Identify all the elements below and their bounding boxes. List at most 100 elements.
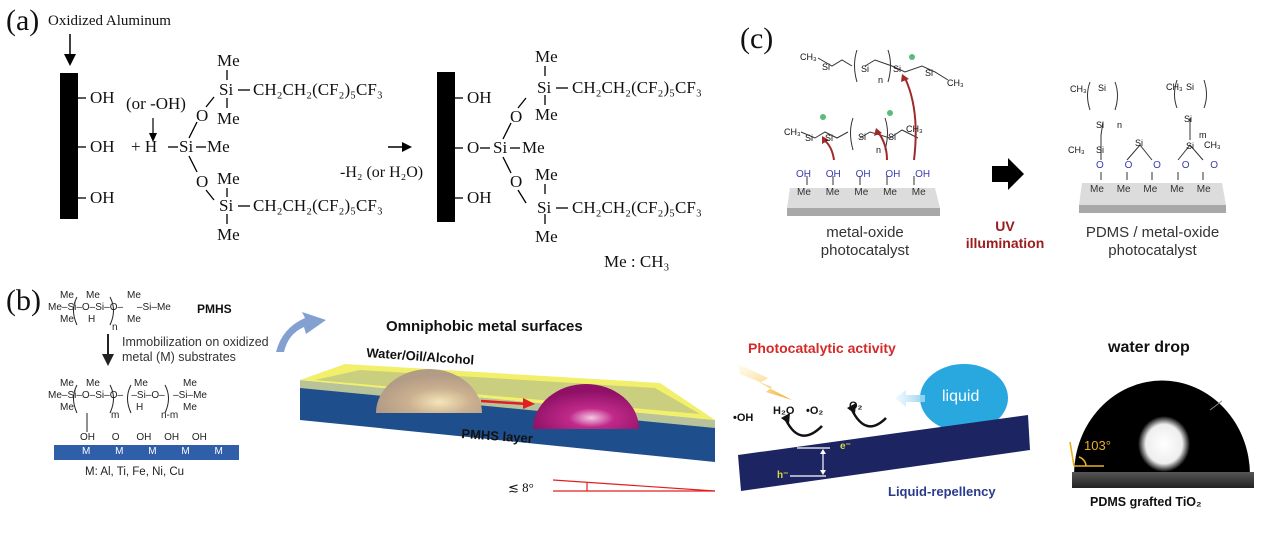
pdms-metal-oxide-slab: [1079, 183, 1226, 213]
contact-angle-icon: [1069, 441, 1104, 467]
metal-oxide-slab: [787, 188, 940, 216]
metal-label: M: [148, 446, 157, 457]
nm-subscript: n-m: [161, 410, 179, 421]
plus-h-label: + H: [131, 137, 158, 156]
grafted-formula: Me Me–Si–O–Si–O– –Si–O– –Si–Me Me Me m M…: [48, 378, 207, 421]
magenta-droplet: [533, 384, 639, 429]
caption-line: metal-oxide: [826, 224, 904, 241]
n-subscript: n: [876, 145, 882, 155]
me-label: Me: [535, 47, 558, 66]
metal-label: M: [181, 446, 190, 457]
oxygen-label: O: [1096, 160, 1104, 171]
metal-label: Me: [825, 187, 840, 198]
caption-line: PDMS / metal-oxide: [1085, 224, 1220, 241]
si-label: Si: [1096, 145, 1105, 155]
left-caption: metal-oxide photocatalyst: [800, 224, 930, 260]
caption-line: photocatalyst: [1108, 242, 1197, 259]
metal-label: M: [214, 446, 223, 457]
liquid-label: liquid: [942, 388, 980, 405]
central-si-label: Si: [179, 137, 194, 156]
metal-substrate-bar: [54, 445, 239, 460]
hydroxyl-label: OH: [90, 88, 115, 107]
si-label: Si: [537, 198, 552, 217]
central-si-label: Si: [493, 138, 508, 157]
metal-label: Me: [1196, 184, 1211, 195]
uv-line: UV: [995, 218, 1015, 234]
oxygen-row-right: O O O O O: [1096, 160, 1218, 171]
metal-label: Me: [854, 187, 869, 198]
uv-line: illumination: [965, 235, 1045, 251]
me-label: Me: [60, 402, 74, 413]
me-label: Me: [217, 225, 240, 244]
pmhs-formula: Me Me–Si–O–Si–O– –Si–Me Me Me H n Me Me: [48, 290, 171, 333]
me-label: Me: [217, 109, 240, 128]
ch3-label: CH₃: [800, 52, 817, 62]
panel-c-label: (c): [740, 22, 774, 55]
oxygen-label: O: [111, 432, 120, 443]
si-label: Si: [219, 80, 234, 99]
lightning-icon: [738, 364, 792, 400]
oxygen-label: O: [1153, 160, 1161, 171]
superoxide-label: •O₂: [806, 405, 824, 417]
oxygen-label: O: [196, 106, 209, 125]
oxygen-label: O: [196, 172, 209, 191]
metal-label: Me: [1143, 184, 1158, 195]
metal-label: Me: [883, 187, 897, 198]
si-label: Si: [537, 78, 552, 97]
m-subscript: m: [111, 410, 120, 421]
right-arrow-icon: [388, 142, 412, 152]
fluoroalkyl-chain: CH₂CH₂(CF₂)₅CF₃: [253, 196, 383, 215]
uv-label: UV illumination: [960, 218, 1050, 252]
water-label: H₂O: [773, 405, 795, 417]
hydroxyl-label: OH: [825, 169, 841, 180]
surface-title: Omniphobic metal surfaces: [386, 318, 583, 335]
me-label: Me: [134, 378, 148, 389]
hydroxyl-label: OH: [90, 188, 115, 207]
step-line: metal (M) substrates: [122, 350, 236, 364]
ch3-label: CH₃: [1068, 145, 1085, 155]
hydroxyl-label: OH: [191, 432, 207, 443]
ch3-label: CH₃: [947, 78, 964, 88]
hydroxyl-row: OH OH OH OH OH: [796, 169, 930, 180]
metal-row: M M M M M: [82, 446, 223, 457]
tilt-angle-label: ≲ 8°: [508, 480, 534, 495]
caption-line: photocatalyst: [820, 242, 910, 259]
aluminum-surface: [60, 73, 78, 219]
oxygen-label: O: [510, 172, 523, 191]
sliding-arrow-icon: [480, 398, 535, 409]
me-label: Me: [217, 169, 240, 188]
metal-label: Me: [797, 187, 811, 198]
me-label: Me: [535, 105, 558, 124]
small-down-arrow-icon: [149, 118, 157, 142]
oil-droplet: [376, 369, 482, 413]
si-label: Si: [1096, 120, 1105, 130]
panel-b-label: (b): [6, 284, 41, 317]
surface-oh-row: OH O OH OH OH: [80, 432, 207, 443]
substrate-reflection: [1072, 472, 1254, 488]
hydroxyl-label: OH: [164, 432, 180, 443]
tilt-angle-indicator: [552, 479, 716, 492]
ch3-label: CH₃: [1204, 140, 1221, 150]
si-label: Si: [219, 196, 234, 215]
byproduct-label: -H₂ (or H₂O): [340, 164, 424, 181]
repellency-label: Liquid-repellency: [888, 484, 996, 499]
metal-label: M: [82, 446, 91, 457]
metal-label: Me: [911, 187, 926, 198]
hydroxyl-label: OH: [80, 432, 95, 443]
si-label: Si: [805, 133, 814, 143]
pmhs-title: PMHS: [197, 302, 232, 316]
si-label: Si: [858, 132, 867, 142]
hydroxyl-label: OH: [136, 432, 152, 443]
si-label: Si: [1184, 114, 1193, 124]
immobilization-arrow-icon: [102, 334, 114, 366]
me-label: Me: [535, 227, 558, 246]
process-arrow-icon: [992, 158, 1024, 190]
curved-arrow-icon: [276, 312, 326, 352]
metal-row-right: Me Me Me Me Me: [1090, 184, 1211, 195]
or-hydroxyl-label: (or -OH): [126, 94, 186, 113]
ch3-label: CH₃: [784, 127, 801, 137]
